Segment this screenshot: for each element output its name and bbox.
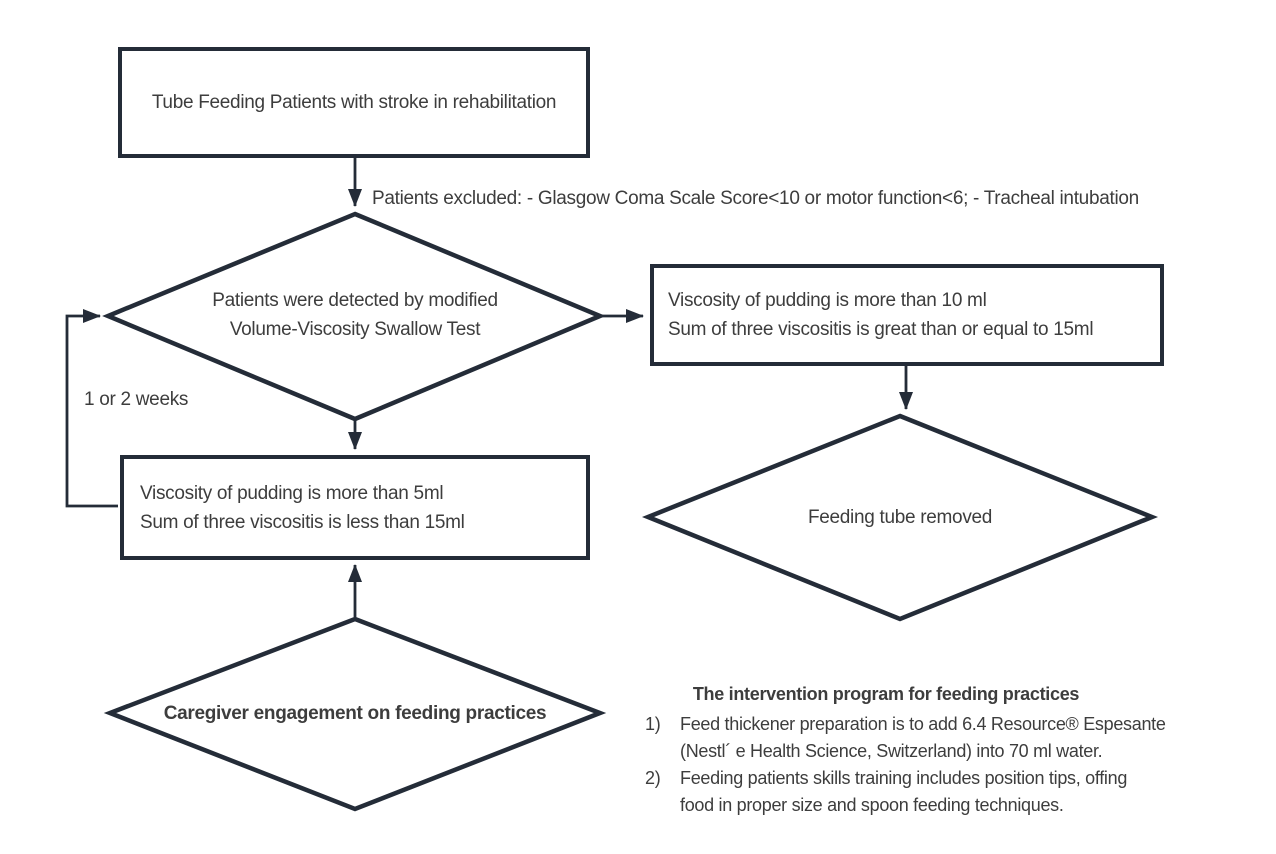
node-viscosity-fail: Viscosity of pudding is more than 5ml Su… [120, 455, 590, 560]
intervention-item-2-number: 2) [645, 768, 661, 788]
loop-interval-label: 1 or 2 weeks [84, 389, 189, 410]
intervention-item-2-line2: food in proper size and spoon feeding te… [680, 795, 1064, 815]
intervention-program-list: 1) Feed thickener preparation is to add … [645, 711, 1245, 819]
caregiver-diamond-shape [103, 616, 607, 812]
intervention-item-1-line1: Feed thickener preparation is to add 6.4… [680, 714, 1166, 734]
exclusion-note: Patients excluded: - Glasgow Coma Scale … [372, 188, 1139, 209]
loop-arrow-fail-box-to-decision [65, 309, 118, 508]
node-viscosity-pass: Viscosity of pudding is more than 10 ml … [650, 264, 1164, 366]
node-viscosity-fail-line2: Sum of three viscositis is less than 15m… [140, 511, 465, 533]
intervention-item-2-line1: Feeding patients skills training include… [680, 768, 1128, 788]
node-tube-feeding-patients-label: Tube Feeding Patients with stroke in reh… [151, 92, 557, 113]
feeding-tube-removed-diamond-shape [641, 413, 1159, 622]
intervention-program-title: The intervention program for feeding pra… [692, 684, 1080, 704]
node-viscosity-fail-line1: Viscosity of pudding is more than 5ml [140, 482, 444, 504]
intervention-item-1-text: Feed thickener preparation is to add 6.4… [680, 711, 1166, 765]
node-tube-feeding-patients: Tube Feeding Patients with stroke in reh… [118, 47, 590, 158]
node-viscosity-pass-line2: Sum of three viscositis is great than or… [668, 319, 1094, 340]
node-viscosity-pass-line1: Viscosity of pudding is more than 10 ml [668, 290, 987, 311]
feeding-tube-removed-label: Feeding tube removed [807, 507, 993, 528]
intervention-item-2-text: Feeding patients skills training include… [680, 765, 1127, 819]
mvvst-decision-line2: Volume-Viscosity Swallow Test [229, 319, 481, 340]
mvvst-decision-label: Patients were detected by modified Volum… [175, 286, 535, 344]
mvvst-decision-line1: Patients were detected by modified [212, 290, 498, 311]
intervention-item-1-number: 1) [645, 714, 661, 734]
intervention-item-1: 1) Feed thickener preparation is to add … [645, 711, 1245, 765]
caregiver-engagement-label: Caregiver engagement on feeding practice… [163, 703, 547, 724]
intervention-item-1-line2: (Nestl´ e Health Science, Switzerland) i… [680, 741, 1103, 761]
intervention-item-2: 2) Feeding patients skills training incl… [645, 765, 1245, 819]
